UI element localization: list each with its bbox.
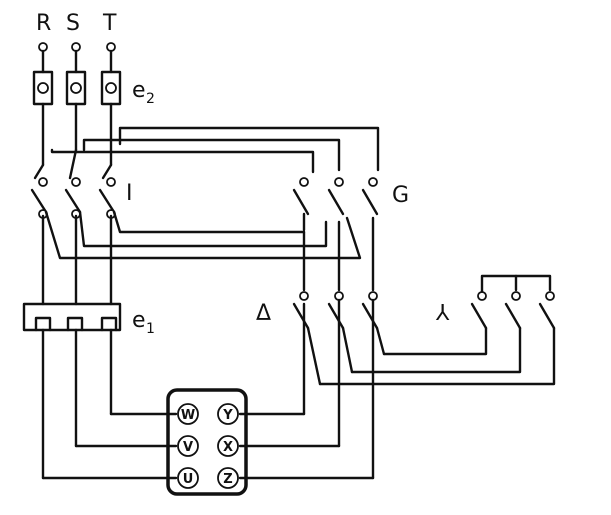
contactor-star: [318, 274, 556, 386]
fuse-index: 2: [146, 91, 155, 107]
overload-relay-e1: [22, 302, 122, 480]
terminal-z: [217, 467, 239, 489]
terminal-x: [217, 435, 239, 457]
star-label: ⅄: [436, 301, 450, 326]
terminal-label-x: X: [223, 440, 233, 455]
terminal-y: [217, 403, 239, 425]
switch-i-label: I: [126, 181, 133, 206]
motor-terminal-box: W Y V X U Z: [41, 388, 375, 496]
phase-label-t: T: [102, 11, 117, 36]
terminal-w: [177, 403, 199, 425]
terminal-label-v: V: [183, 440, 193, 455]
terminal-label-w: W: [181, 408, 195, 423]
terminal-label-u: U: [183, 472, 194, 487]
relay-label: e: [132, 308, 146, 333]
terminal-label-y: Y: [222, 408, 233, 423]
terminal-u: [177, 467, 199, 489]
delta-label: Δ: [256, 301, 271, 326]
phase-label-r: R: [36, 11, 51, 36]
terminal-label-z: Z: [223, 472, 232, 487]
interconnect-wiring: [41, 126, 380, 306]
contactor-delta: [292, 291, 386, 480]
fuses-e2: [32, 70, 122, 167]
relay-index: 1: [146, 321, 155, 337]
supply-terminals: [38, 42, 116, 74]
fuse-label: e: [132, 78, 146, 103]
contactor-i: [30, 148, 116, 219]
switch-group-g: [292, 177, 379, 232]
switch-g-label: G: [392, 183, 409, 208]
terminal-v: [177, 435, 199, 457]
phase-label-s: S: [66, 11, 80, 36]
